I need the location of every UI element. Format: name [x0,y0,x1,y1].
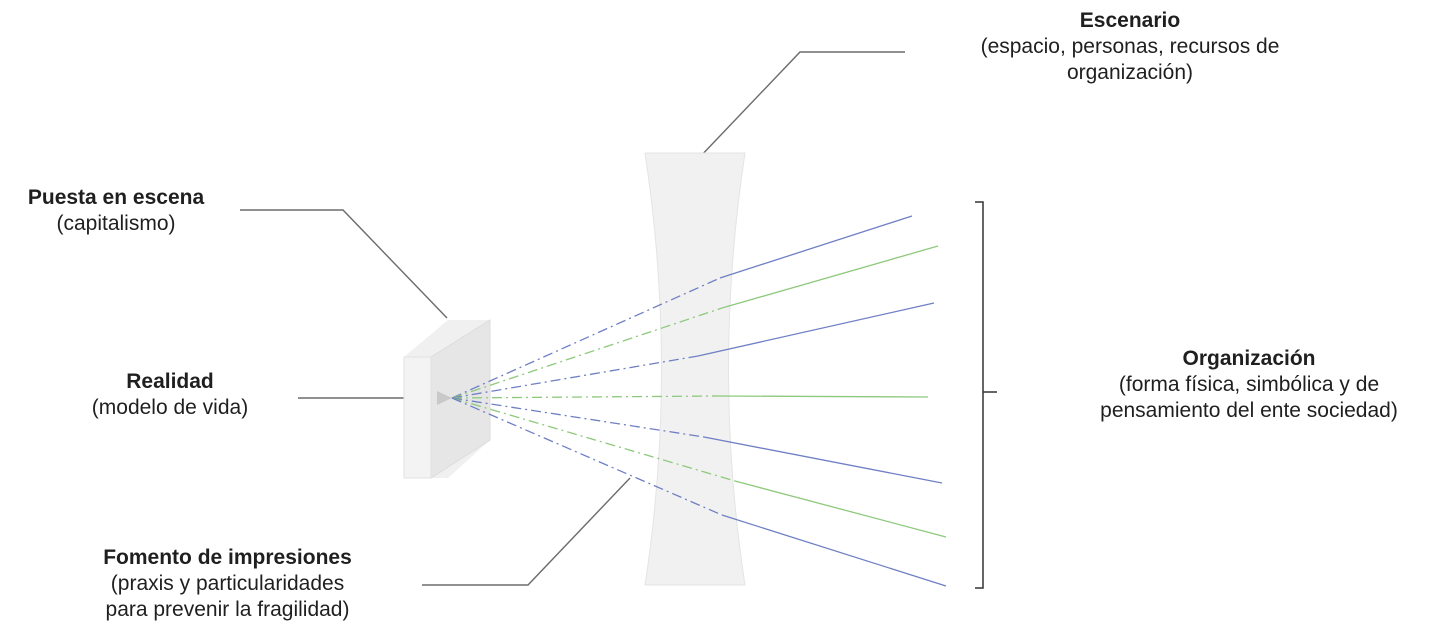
slab-shape [403,319,491,479]
ray-solid-3 [697,302,935,357]
organizacion-title: Organización [1182,347,1316,370]
escenario-title: Escenario [1079,9,1181,32]
ray-solid-4 [717,395,929,398]
realidad-label: Realidad (modelo de vida) [60,369,280,421]
ray-dashed-1 [451,277,721,399]
ray-solid-6 [734,480,947,538]
ray-solid-1 [719,215,913,279]
fomento-leader-line [422,477,631,586]
rays-dashed-group [451,277,736,516]
ray-solid-5 [703,436,943,484]
puesta-label: Puesta en escena (capitalismo) [0,185,232,237]
ray-dashed-2 [451,307,723,399]
fomento-desc-line1: (praxis y particularidades [110,572,345,595]
puesta-desc-line1: (capitalismo) [56,212,176,235]
organizacion-desc-line1: (forma física, simbólica y de [1118,373,1380,396]
rays-solid-group [697,215,947,587]
realidad-title: Realidad [126,370,214,393]
lens-shape [644,152,746,586]
realidad-arrowhead [437,391,452,405]
ray-dashed-5 [451,397,705,438]
ray-solid-2 [721,245,939,309]
puesta-title: Puesta en escena [27,186,205,209]
organizacion-desc-line2: pensamiento del ente sociedad) [1100,399,1398,422]
puesta-leader-line [240,209,448,319]
ray-dashed-3 [451,355,699,399]
ray-dashed-4 [451,395,719,399]
fomento-title: Fomento de impresiones [103,546,352,569]
fomento-desc-line2: para prevenir la fragilidad) [105,598,350,621]
escenario-leader-line [696,51,905,161]
escenario-desc-line2: organización) [1066,61,1194,84]
ray-dashed-6 [451,397,736,482]
ray-dashed-7 [451,397,723,516]
organizacion-label: Organización (forma física, simbólica y … [1050,346,1448,424]
escenario-label: Escenario (espacio, personas, recursos d… [930,8,1330,86]
realidad-desc-line1: (modelo de vida) [91,396,249,419]
organizacion-bracket [975,201,997,589]
fomento-label: Fomento de impresiones (praxis y particu… [55,545,400,623]
ray-solid-7 [721,514,947,587]
escenario-desc-line1: (espacio, personas, recursos de [980,35,1280,58]
